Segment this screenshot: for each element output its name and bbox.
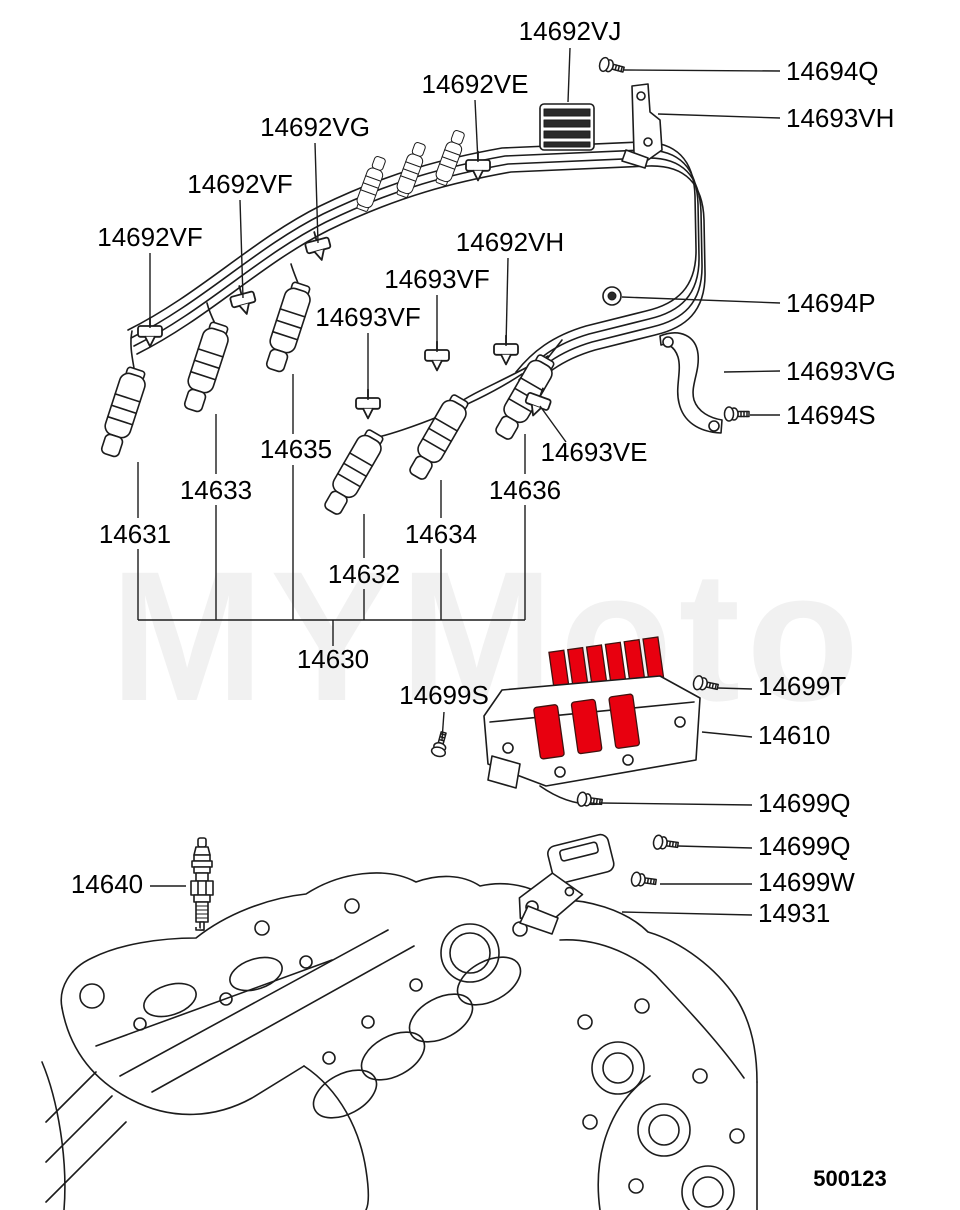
part-label-14694P: 14694P	[786, 288, 876, 318]
part-label-14692VJ: 14692VJ	[519, 16, 622, 46]
coil-boot-14633	[178, 319, 233, 415]
bolt-14699Q	[575, 790, 604, 810]
wire-junction-block-14692VJ	[539, 103, 595, 151]
part-label-14635: 14635	[260, 434, 332, 464]
bracket-14693VG	[659, 332, 723, 434]
part-labels: 14692VJ 14694Q 14693VH 14692VE 14692VG 1…	[71, 16, 896, 928]
part-label-14692VE: 14692VE	[422, 69, 529, 99]
ignition-coil-14610	[429, 636, 720, 890]
part-label-14692VG: 14692VG	[260, 112, 370, 142]
part-label-14694S: 14694S	[786, 400, 876, 430]
part-label-14692VF: 14692VF	[187, 169, 293, 199]
part-label-14699Q: 14699Q	[758, 788, 851, 818]
coil-bodies	[533, 693, 640, 760]
part-label-14693VE: 14693VE	[541, 437, 648, 467]
part-label-14692VF-2: 14692VF	[97, 222, 203, 252]
part-label-14636: 14636	[489, 475, 561, 505]
bolt-14694S	[723, 406, 750, 422]
coil-boot-14631	[95, 364, 150, 460]
part-label-14699S: 14699S	[399, 680, 489, 710]
watermark: MYMoto	[110, 534, 865, 740]
bolt-14699Q-2	[651, 833, 680, 853]
part-label-14634: 14634	[405, 519, 477, 549]
part-label-14693VF-2: 14693VF	[315, 302, 421, 332]
ignition-failure-sensor-14931	[518, 833, 615, 935]
part-label-14694Q: 14694Q	[786, 56, 879, 86]
leader-lines	[137, 47, 781, 916]
part-label-14630: 14630	[297, 644, 369, 674]
wire-end-boot	[393, 140, 429, 200]
part-label-14693VH: 14693VH	[786, 103, 894, 133]
part-label-14693VG: 14693VG	[786, 356, 896, 386]
part-label-14631: 14631	[99, 519, 171, 549]
spark-plug-14640	[190, 837, 214, 931]
part-label-14699Q-2: 14699Q	[758, 831, 851, 861]
bracket-14693VH	[621, 83, 663, 169]
bolt-14699W	[629, 870, 658, 890]
part-label-14699T: 14699T	[758, 671, 846, 701]
coil-boot-14635	[260, 279, 315, 375]
part-label-14633: 14633	[180, 475, 252, 505]
part-label-14692VH: 14692VH	[456, 227, 564, 257]
part-label-14699W: 14699W	[758, 867, 855, 897]
coil-boot-14634	[403, 391, 474, 484]
drawing-number: 500123	[813, 1166, 886, 1191]
engine-block-art	[41, 872, 758, 1210]
coil-boot-14636	[489, 351, 560, 444]
part-label-14640: 14640	[71, 869, 143, 899]
part-label-14632: 14632	[328, 559, 400, 589]
spark-plug-wire-set	[95, 55, 750, 519]
wire-end-boot	[432, 128, 468, 188]
bolt-14694Q	[597, 55, 627, 78]
part-label-14693VF: 14693VF	[384, 264, 490, 294]
part-label-14610: 14610	[758, 720, 830, 750]
wire-end-boot	[353, 154, 389, 214]
part-label-14931: 14931	[758, 898, 830, 928]
grommet-14694P	[602, 286, 622, 306]
